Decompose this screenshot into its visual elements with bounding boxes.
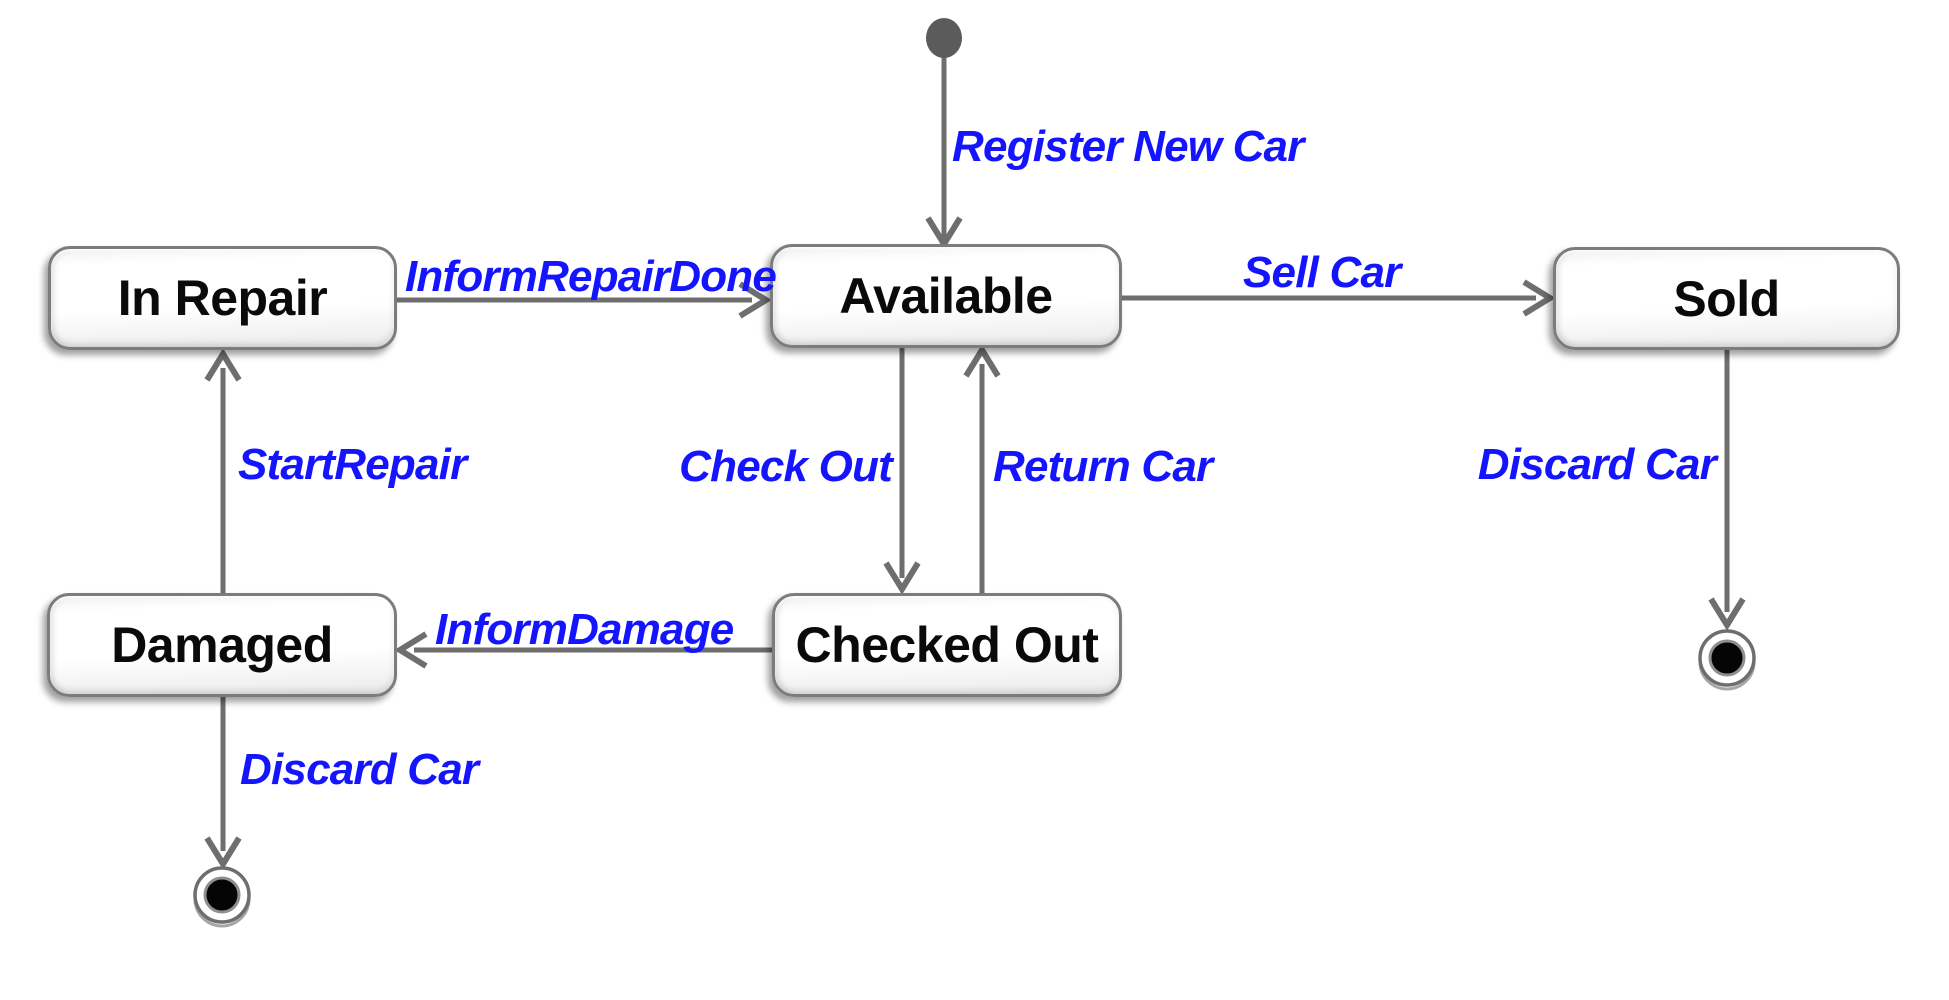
arrowhead-discard-car-sold-icon — [1708, 597, 1746, 631]
state-in-repair: In Repair — [48, 246, 397, 350]
arrowhead-inform-damage-icon — [394, 631, 428, 669]
state-checked-out: Checked Out — [772, 593, 1122, 697]
transition-label-inform-repair-done: InformRepairDone — [405, 252, 777, 301]
state-checked-out-label: Checked Out — [795, 617, 1099, 673]
state-in-repair-label: In Repair — [117, 270, 328, 326]
arrowhead-sell-car-icon — [1522, 279, 1556, 317]
transition-label-start-repair: StartRepair — [238, 440, 467, 489]
final-state-node-left-icon — [193, 866, 251, 928]
state-sold: Sold — [1553, 247, 1900, 350]
transition-label-register-new-car: Register New Car — [952, 122, 1304, 171]
arrowhead-inform-repair-done-icon — [738, 281, 772, 319]
state-damaged: Damaged — [47, 593, 397, 697]
transition-label-return-car: Return Car — [993, 442, 1213, 491]
state-available: Available — [770, 244, 1122, 348]
initial-state-node-icon — [926, 18, 962, 58]
transition-label-sell-car: Sell Car — [1243, 248, 1401, 297]
final-state-node-right-icon — [1698, 629, 1756, 691]
arrowhead-discard-car-damaged-icon — [204, 836, 242, 870]
arrowhead-check-out-icon — [883, 561, 921, 595]
transition-edges — [204, 57, 1746, 870]
state-damaged-label: Damaged — [111, 617, 333, 673]
transition-label-discard-car-damaged: Discard Car — [240, 745, 479, 794]
arrowhead-return-car-icon — [963, 344, 1001, 378]
state-sold-label: Sold — [1673, 270, 1780, 327]
transition-label-inform-damage: InformDamage — [435, 605, 734, 654]
transition-label-discard-car-sold: Discard Car — [1477, 440, 1717, 489]
arrowhead-start-repair-icon — [204, 348, 242, 382]
transition-label-check-out: Check Out — [679, 442, 893, 491]
state-available-label: Available — [839, 268, 1053, 324]
